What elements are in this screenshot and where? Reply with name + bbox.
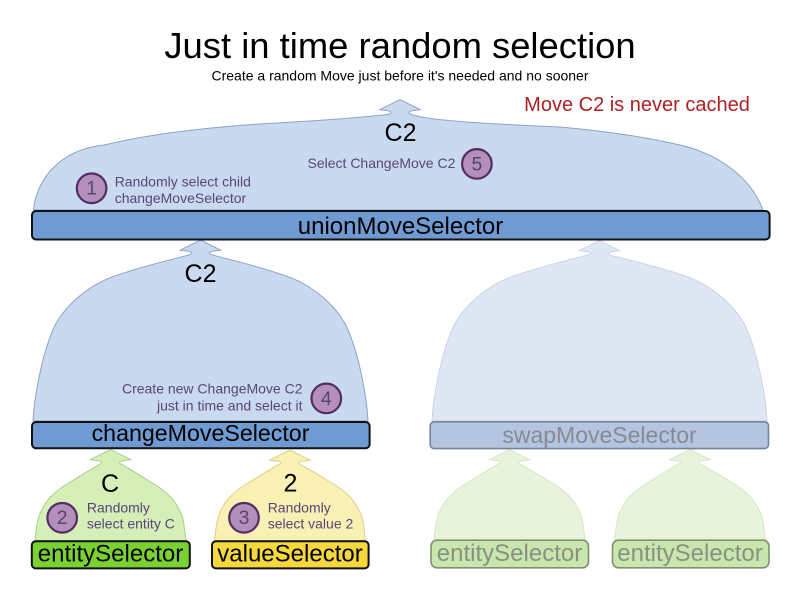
svg-text:Randomly select child: Randomly select child	[115, 174, 251, 190]
svg-text:C2: C2	[385, 119, 417, 147]
svg-text:Randomly: Randomly	[268, 499, 331, 515]
svg-text:select value 2: select value 2	[268, 516, 354, 532]
svg-text:Create a random Move just befo: Create a random Move just before it's ne…	[211, 68, 588, 84]
svg-text:entitySelector: entitySelector	[437, 540, 582, 567]
svg-text:swapMoveSelector: swapMoveSelector	[502, 422, 697, 448]
svg-text:just in time and select it: just in time and select it	[156, 397, 303, 413]
svg-text:C: C	[101, 470, 119, 498]
svg-text:2: 2	[284, 470, 298, 498]
svg-text:Just in time random selection: Just in time random selection	[164, 25, 635, 66]
svg-text:2: 2	[57, 507, 68, 529]
svg-text:Move C2 is never cached: Move C2 is never cached	[524, 94, 750, 116]
svg-text:C2: C2	[185, 260, 217, 288]
svg-text:valueSelector: valueSelector	[217, 541, 362, 568]
svg-text:Select ChangeMove C2: Select ChangeMove C2	[308, 155, 456, 171]
svg-text:unionMoveSelector: unionMoveSelector	[298, 213, 503, 240]
svg-text:Create new ChangeMove C2: Create new ChangeMove C2	[122, 381, 303, 397]
svg-text:5: 5	[471, 153, 482, 175]
svg-text:Randomly: Randomly	[87, 499, 150, 515]
svg-text:changeMoveSelector: changeMoveSelector	[115, 190, 247, 206]
svg-text:3: 3	[239, 507, 250, 529]
svg-text:1: 1	[86, 178, 97, 200]
svg-text:changeMoveSelector: changeMoveSelector	[92, 420, 310, 446]
svg-text:select entity C: select entity C	[87, 516, 175, 532]
svg-text:entitySelector: entitySelector	[38, 541, 183, 568]
svg-text:4: 4	[321, 388, 332, 410]
svg-text:entitySelector: entitySelector	[617, 540, 762, 567]
